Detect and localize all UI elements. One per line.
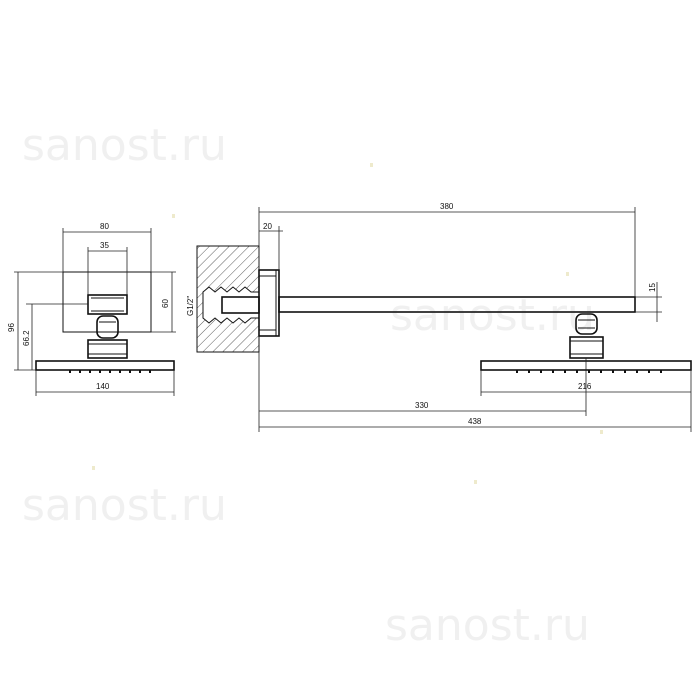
dim-label: 80 bbox=[100, 222, 109, 231]
dim-label: 20 bbox=[263, 222, 272, 231]
dim-label: 380 bbox=[440, 202, 454, 211]
wall-plate-outline bbox=[62, 271, 152, 333]
dim-label: 216 bbox=[578, 382, 592, 391]
dim-438: 438 bbox=[259, 396, 692, 432]
watermark: sanost.ru bbox=[22, 120, 227, 171]
dim-96: 96 bbox=[7, 271, 63, 371]
dim-label: 96 bbox=[7, 323, 16, 332]
dim-15: 15 bbox=[635, 282, 662, 322]
front-view: 80 35 60 96 66.2 bbox=[7, 222, 176, 396]
connector-block bbox=[87, 294, 128, 315]
dim-label: 15 bbox=[648, 283, 657, 292]
nut-side bbox=[569, 336, 604, 359]
dim-label: 330 bbox=[415, 401, 429, 410]
dim-380: 380 bbox=[258, 202, 636, 297]
dim-label: 140 bbox=[96, 382, 110, 391]
shower-head-front bbox=[35, 360, 175, 371]
nut bbox=[87, 339, 128, 359]
dim-60: 60 bbox=[151, 271, 176, 333]
watermark: sanost.ru bbox=[385, 600, 590, 651]
ball-joint-side bbox=[575, 313, 598, 335]
dim-66-2: 66.2 bbox=[22, 303, 88, 370]
side-view: G1/2" bbox=[186, 202, 692, 432]
ball-joint bbox=[96, 315, 119, 339]
dim-80: 80 bbox=[62, 222, 152, 272]
nozzle-row-side bbox=[516, 370, 662, 373]
dim-label: 438 bbox=[468, 417, 482, 426]
dim-330: 330 bbox=[258, 352, 587, 432]
background-specks bbox=[92, 163, 603, 484]
watermark: sanost.ru bbox=[390, 290, 595, 341]
nozzle-row-front bbox=[69, 370, 151, 373]
dim-label: 66.2 bbox=[22, 330, 31, 346]
dim-35: 35 bbox=[87, 241, 128, 295]
dim-label: 35 bbox=[100, 241, 109, 250]
dim-20: 20 bbox=[259, 222, 283, 270]
shower-arm bbox=[278, 296, 636, 313]
dim-label: 60 bbox=[161, 299, 170, 308]
watermarks: sanost.ru sanost.ru sanost.ru sanost.ru bbox=[22, 120, 595, 651]
watermark: sanost.ru bbox=[22, 480, 227, 531]
thread-label: G1/2" bbox=[186, 296, 195, 316]
dim-140: 140 bbox=[35, 370, 175, 396]
threaded-connection bbox=[202, 286, 260, 324]
